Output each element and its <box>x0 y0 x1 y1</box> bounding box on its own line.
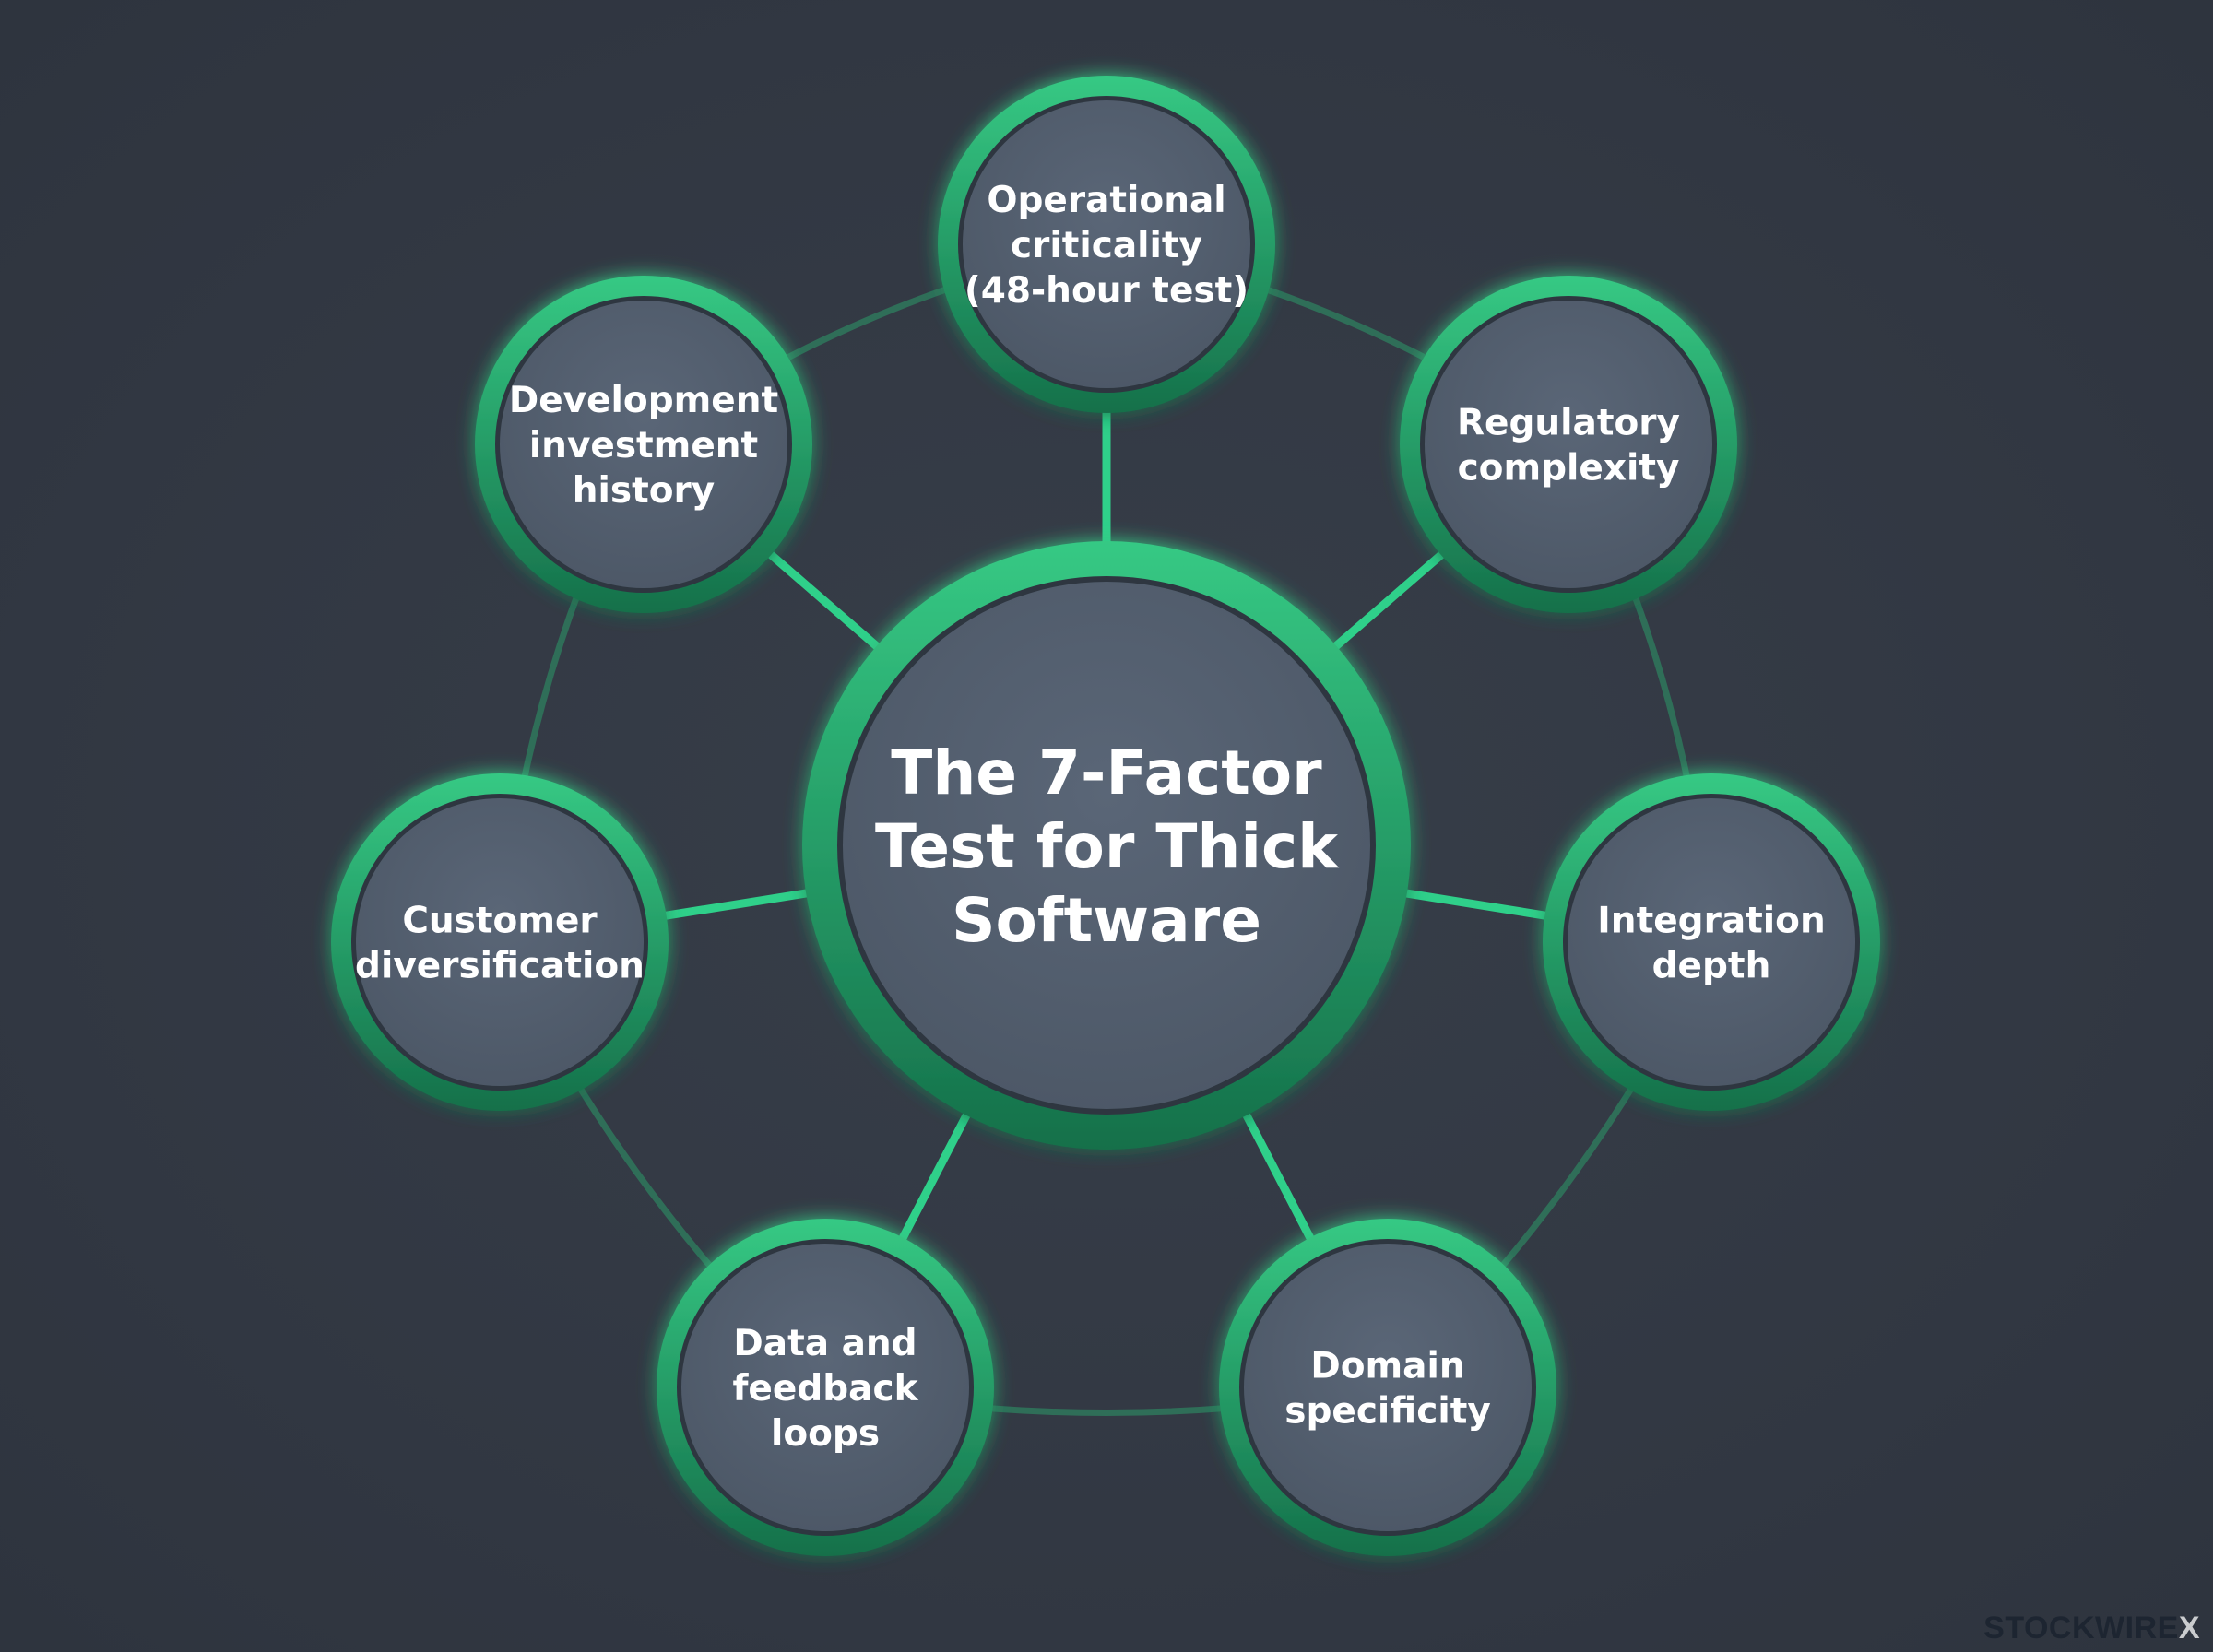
spoke-connectors <box>653 399 1558 1250</box>
center-title-line: Test for Thick <box>875 811 1340 882</box>
center-title-line: Software <box>952 885 1261 956</box>
hub-fill <box>843 582 1370 1109</box>
node-fill <box>356 798 644 1086</box>
spoke-connector <box>894 1103 976 1250</box>
node-label-line: Data and <box>733 1323 917 1364</box>
center-title-line: The 7-Factor <box>891 738 1322 808</box>
node-label-line: specificity <box>1284 1391 1491 1433</box>
node-label-line: complexity <box>1458 448 1680 490</box>
node-label-line: history <box>573 470 715 512</box>
spoke-connector <box>1237 1103 1319 1250</box>
node-fill <box>1425 301 1712 588</box>
node-label-line: Operational <box>987 180 1225 221</box>
node-label-line: Regulatory <box>1457 403 1680 444</box>
node-label-line: criticality <box>1011 225 1202 266</box>
node-label-line: diversification <box>355 946 645 987</box>
node-label-line: Development <box>509 380 778 421</box>
node-label-line: Domain <box>1310 1346 1464 1387</box>
stockwire-logo: STOCKWIREX <box>1983 1611 2200 1646</box>
node-label-line: depth <box>1652 946 1771 987</box>
node-label-line: Integration <box>1597 901 1825 942</box>
node-fill <box>1244 1244 1532 1531</box>
node-label-line: Customer <box>402 901 598 942</box>
watermark-x-mark: X <box>2178 1611 2200 1646</box>
node-label-line: (48-hour test) <box>964 270 1249 312</box>
node-label-line: investment <box>529 425 758 466</box>
node-fill <box>1568 798 1855 1086</box>
spoke-connector <box>1325 544 1452 656</box>
node-fill <box>681 1244 969 1531</box>
spoke-connector <box>760 544 888 656</box>
node-label-line: loops <box>771 1413 880 1455</box>
spoke-connector <box>1393 888 1558 922</box>
spoke-connector <box>653 887 820 922</box>
node-label-line: feedback <box>732 1368 918 1410</box>
node-fill <box>500 301 787 588</box>
node-fill <box>963 100 1250 388</box>
watermark-text: STOCKWIRE <box>1983 1611 2179 1646</box>
